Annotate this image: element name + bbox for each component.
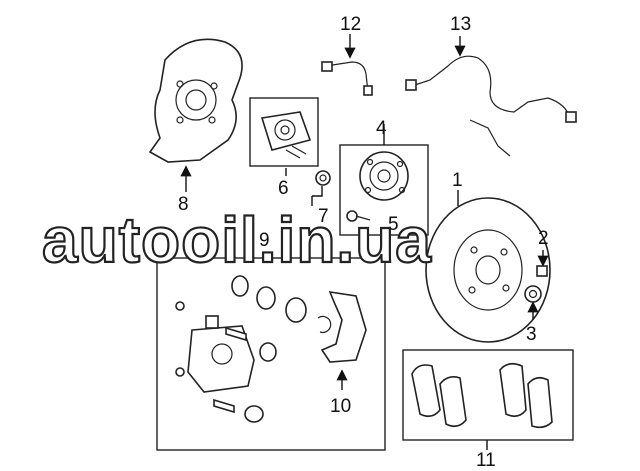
hub-part — [260, 111, 312, 159]
watermark-text: autooil.in.ua — [42, 204, 432, 276]
caliper-kit-box — [156, 257, 386, 451]
callout-6: 6 — [278, 178, 289, 199]
callout-8: 8 — [178, 194, 189, 215]
callout-10: 10 — [330, 396, 351, 417]
piston-seals-part — [231, 275, 332, 334]
caliper-body-part — [187, 315, 255, 393]
brake-pads-part — [411, 362, 553, 429]
guide-pins-part — [175, 301, 277, 423]
nut-part — [315, 170, 331, 186]
callout-5: 5 — [388, 214, 399, 235]
dust-shield-part — [148, 38, 243, 163]
hub-box — [249, 97, 319, 167]
brake-hose-part — [321, 61, 373, 96]
callout-11: 11 — [476, 450, 496, 471]
brake-pads-box — [402, 349, 574, 441]
callout-13: 13 — [450, 14, 471, 35]
callout-4: 4 — [376, 118, 387, 139]
callout-2: 2 — [538, 228, 549, 249]
lug-nut-part — [524, 285, 542, 303]
caliper-bracket-part — [320, 290, 367, 363]
callout-7: 7 — [318, 206, 329, 227]
leader-7 — [311, 186, 323, 206]
abs-sensor-part — [405, 55, 577, 157]
hub-bearing-part — [359, 151, 409, 201]
bolt-part — [346, 210, 371, 222]
callout-9: 9 — [259, 230, 270, 251]
callout-3: 3 — [526, 324, 537, 345]
callout-12: 12 — [340, 14, 361, 35]
callout-1: 1 — [452, 170, 463, 191]
brake-disc-part — [425, 197, 551, 343]
small-nut-part — [536, 265, 548, 277]
